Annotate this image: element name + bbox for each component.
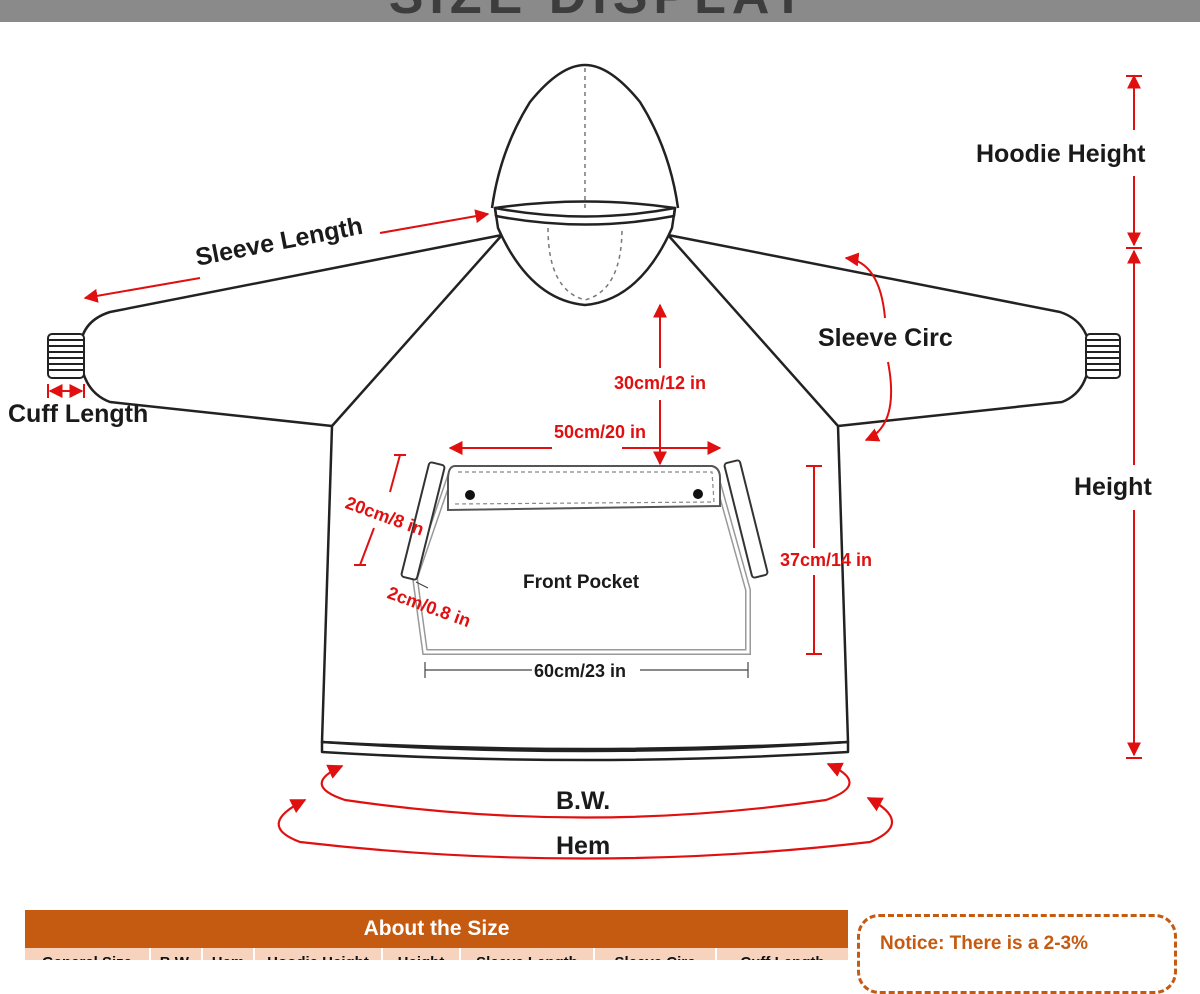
- dimension-lines: [47, 74, 1142, 759]
- hem-band: [320, 740, 850, 762]
- pocket-side-line: [389, 454, 401, 493]
- height-label: Height: [1074, 473, 1152, 501]
- left-cuff: [47, 333, 85, 379]
- hem-arc: [277, 797, 894, 860]
- hoodie-diagram: [47, 63, 1142, 860]
- size-table: About the Size General Size B.W. Hem Hoo…: [25, 910, 848, 960]
- col-sleeve-circ: Sleeve Circ: [595, 948, 717, 960]
- hood: [490, 63, 680, 209]
- size-table-header-row: General Size B.W. Hem Hoodie Height Heig…: [25, 948, 848, 960]
- hem-label: Hem: [556, 832, 611, 860]
- front-pocket-label: Front Pocket: [523, 572, 640, 593]
- title-banner: SIZE DISPLAY: [0, 0, 1200, 22]
- bw-label: B.W.: [556, 787, 611, 815]
- sleeve-circ-arc-top: [844, 252, 886, 319]
- right-cuff: [1085, 333, 1121, 379]
- banner-title: SIZE DISPLAY: [0, 0, 1200, 22]
- hood-band: [493, 206, 677, 226]
- pocket-top-depth-label: 30cm/12 in: [614, 373, 707, 393]
- col-general-size: General Size: [25, 948, 151, 960]
- col-hem: Hem: [203, 948, 255, 960]
- col-cuff-length: Cuff Length: [717, 948, 848, 960]
- sleeve-length-arrow-right: [379, 209, 490, 234]
- sleeve-length-arrow-left: [83, 277, 201, 303]
- hem-dimensions: [277, 762, 894, 860]
- pocket-bottom-width-label: 60cm/23 in: [534, 661, 627, 681]
- hood-opening: [493, 200, 677, 307]
- col-height: Height: [383, 948, 461, 960]
- sleeve-circ-label: Sleeve Circ: [818, 324, 953, 352]
- col-bw: B.W.: [151, 948, 203, 960]
- neck-seam: [547, 227, 623, 301]
- pocket-bottom-dimension: [415, 581, 749, 678]
- pocket-height-label: 37cm/14 in: [780, 550, 873, 570]
- size-table-title: About the Size: [25, 910, 848, 948]
- hoodie-outline: [78, 63, 1092, 762]
- notice-box: Notice: There is a 2-3%: [857, 914, 1177, 994]
- sleeve-circ-arc-bottom: [864, 361, 893, 442]
- hoodie-height-label: Hoodie Height: [976, 140, 1146, 168]
- notice-text: Notice: There is a 2-3%: [880, 933, 1089, 954]
- bw-arc: [320, 762, 851, 819]
- left-sleeve: [78, 233, 503, 428]
- front-pocket: [400, 459, 769, 655]
- cuff-length-label: Cuff Length: [8, 400, 149, 428]
- pocket-top-width-label: 50cm/20 in: [554, 422, 647, 442]
- col-sleeve-length: Sleeve Length: [461, 948, 595, 960]
- col-hoodie-height: Hoodie Height: [255, 948, 383, 960]
